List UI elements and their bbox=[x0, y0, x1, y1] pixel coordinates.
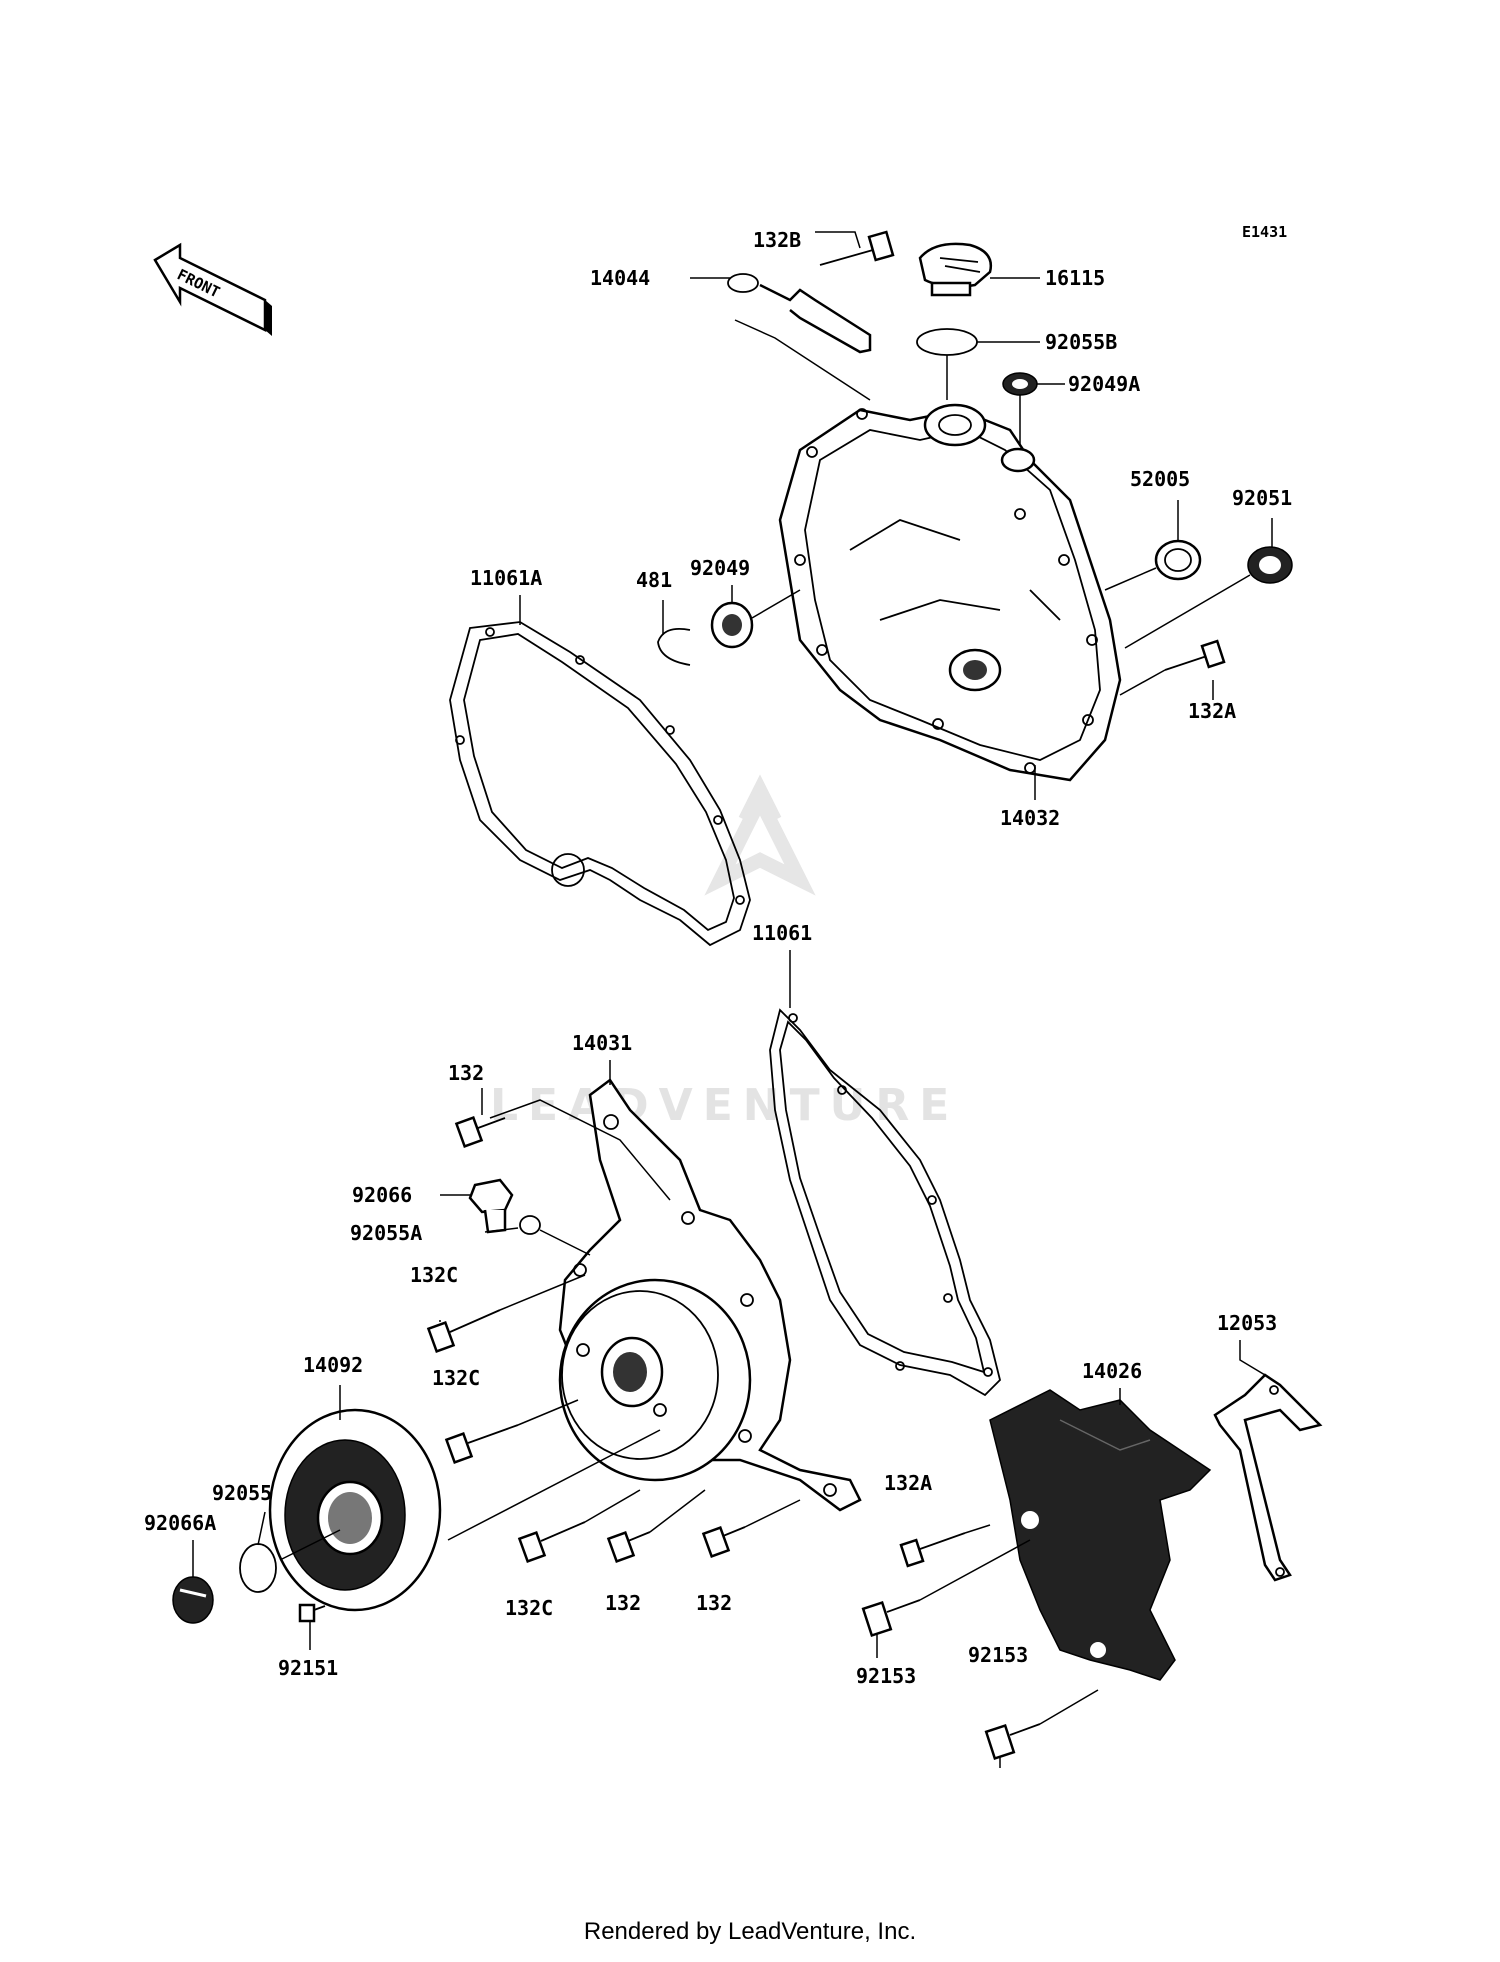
bolt-132-top[interactable] bbox=[454, 1116, 506, 1148]
label-132c-c: 132C bbox=[505, 1596, 553, 1620]
bolt-132-b[interactable] bbox=[606, 1531, 651, 1563]
label-132c-b: 132C bbox=[432, 1366, 480, 1390]
part-92066a[interactable] bbox=[172, 1576, 214, 1624]
part-14092[interactable] bbox=[268, 1408, 442, 1612]
label-14026: 14026 bbox=[1082, 1359, 1142, 1383]
label-92151: 92151 bbox=[278, 1656, 338, 1680]
part-92066[interactable] bbox=[468, 1178, 514, 1234]
label-132a-top: 132A bbox=[1188, 699, 1236, 723]
front-arrow: FRONT bbox=[153, 242, 272, 336]
label-92055a: 92055A bbox=[350, 1221, 422, 1245]
label-92066: 92066 bbox=[352, 1183, 412, 1207]
part-92055a[interactable] bbox=[519, 1215, 541, 1235]
label-92049: 92049 bbox=[690, 556, 750, 580]
part-481[interactable] bbox=[657, 627, 691, 666]
watermark-text: LEADVENTURE bbox=[490, 1080, 959, 1131]
label-92051: 92051 bbox=[1232, 486, 1292, 510]
label-11061: 11061 bbox=[752, 921, 812, 945]
label-92153-a: 92153 bbox=[856, 1664, 916, 1688]
bolt-92153-b[interactable] bbox=[984, 1723, 1041, 1760]
bolt-132c-a[interactable] bbox=[426, 1309, 501, 1353]
label-92153-b: 92153 bbox=[968, 1643, 1028, 1667]
label-132b: 132B bbox=[753, 228, 801, 252]
part-labels: 132B 14044 16115 92055B 92049A 52005 920… bbox=[144, 228, 1292, 1688]
part-14032[interactable] bbox=[778, 403, 1122, 782]
part-12053[interactable] bbox=[1213, 1373, 1323, 1582]
part-92055b[interactable] bbox=[916, 328, 978, 356]
label-132a-b: 132A bbox=[884, 1471, 932, 1495]
label-132c-a: 132C bbox=[410, 1263, 458, 1287]
bolt-132-c[interactable] bbox=[701, 1526, 746, 1558]
label-52005: 52005 bbox=[1130, 467, 1190, 491]
label-92066a: 92066A bbox=[144, 1511, 216, 1535]
footer-credit: Rendered by LeadVenture, Inc. bbox=[583, 1918, 917, 1945]
label-92055b: 92055B bbox=[1045, 330, 1117, 354]
label-16115: 16115 bbox=[1045, 266, 1105, 290]
label-14092: 14092 bbox=[303, 1353, 363, 1377]
bolt-92153-a[interactable] bbox=[861, 1599, 921, 1637]
bolt-132c-b[interactable] bbox=[444, 1424, 519, 1464]
label-92049a: 92049A bbox=[1068, 372, 1140, 396]
label-481: 481 bbox=[636, 568, 672, 592]
part-92049[interactable] bbox=[710, 601, 754, 649]
bolt-132a-b[interactable] bbox=[899, 1532, 966, 1568]
diagram-code: E1431 bbox=[1242, 223, 1287, 241]
bolt-132a-top[interactable] bbox=[1164, 639, 1226, 671]
watermark: LEADVENTURE bbox=[490, 774, 959, 1131]
part-92055[interactable] bbox=[239, 1543, 277, 1593]
part-14026[interactable] bbox=[989, 1389, 1212, 1681]
part-11061a[interactable] bbox=[449, 621, 751, 947]
label-132-top: 132 bbox=[448, 1061, 484, 1085]
bolt-132c-c[interactable] bbox=[517, 1521, 586, 1563]
part-52005[interactable] bbox=[1154, 539, 1202, 581]
leader-lines bbox=[192, 231, 1273, 1768]
part-14031[interactable] bbox=[558, 1078, 862, 1512]
part-16115[interactable] bbox=[918, 242, 993, 297]
label-14031: 14031 bbox=[572, 1031, 632, 1055]
label-14032: 14032 bbox=[1000, 806, 1060, 830]
label-12053: 12053 bbox=[1217, 1311, 1277, 1335]
label-14044: 14044 bbox=[590, 266, 650, 290]
part-92049a[interactable] bbox=[1002, 372, 1038, 396]
label-11061a: 11061A bbox=[470, 566, 542, 590]
label-132-c: 132 bbox=[696, 1591, 732, 1615]
label-132-b: 132 bbox=[605, 1591, 641, 1615]
part-14044[interactable] bbox=[727, 273, 872, 354]
bolt-132b[interactable] bbox=[819, 230, 895, 266]
bolt-92151[interactable] bbox=[298, 1603, 326, 1623]
label-92055: 92055 bbox=[212, 1481, 272, 1505]
part-11061[interactable] bbox=[769, 1008, 1001, 1397]
part-92051[interactable] bbox=[1247, 546, 1293, 584]
